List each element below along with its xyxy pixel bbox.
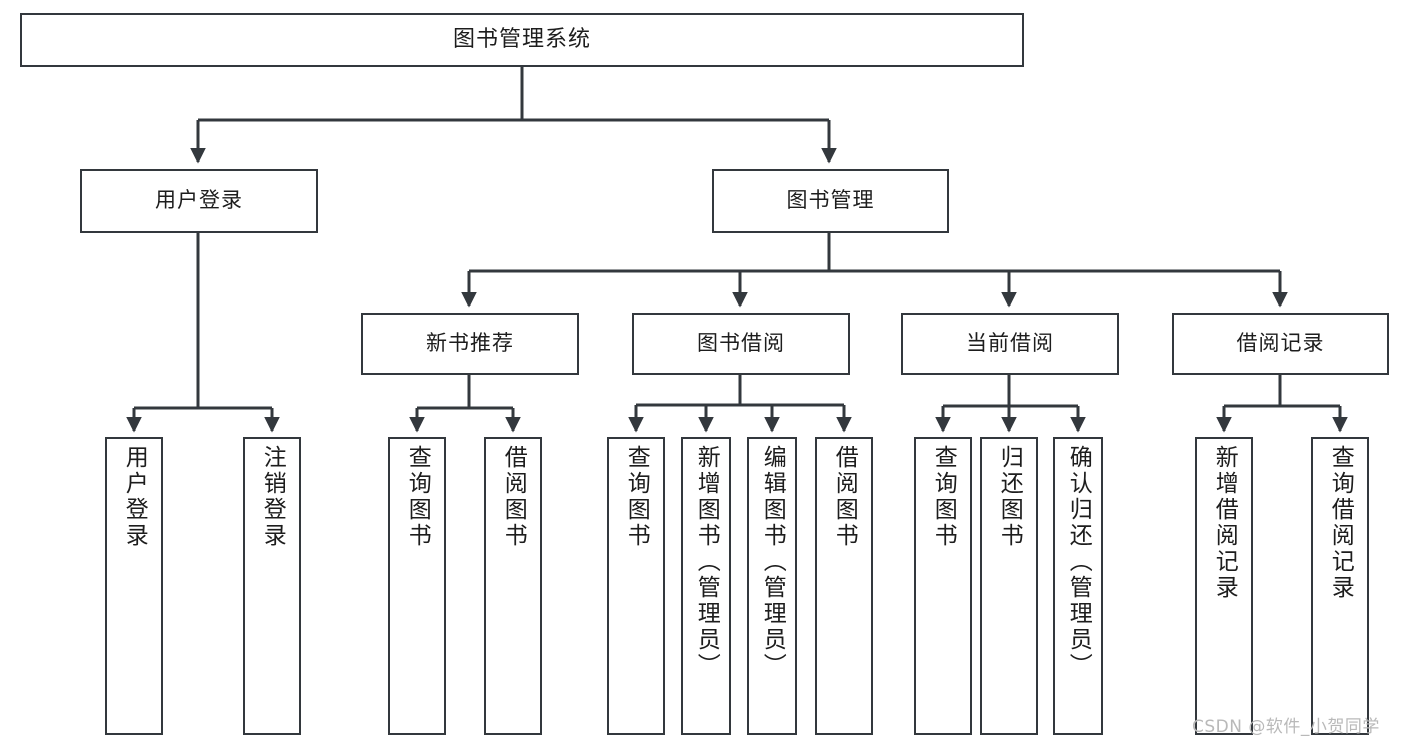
node-leaf-logout[interactable]: 注销登录 xyxy=(243,437,301,735)
watermark: CSDN @软件_小贺同学 xyxy=(1192,717,1380,737)
node-borrow-record-label: 借阅记录 xyxy=(1236,331,1325,356)
node-leaf-borrow-book-2[interactable]: 借阅图书 xyxy=(815,437,873,735)
node-root[interactable]: 图书管理系统 xyxy=(20,13,1024,67)
node-new-book-recommend-label: 新书推荐 xyxy=(426,331,514,356)
node-leaf-search-book-2[interactable]: 查询图书 xyxy=(607,437,665,735)
node-leaf-search-record-label: 查询借阅记录 xyxy=(1327,445,1354,601)
node-current-borrow-label: 当前借阅 xyxy=(966,331,1054,356)
node-leaf-search-record[interactable]: 查询借阅记录 xyxy=(1311,437,1369,735)
node-book-borrow-label: 图书借阅 xyxy=(697,331,785,356)
node-leaf-add-book[interactable]: 新增图书（管理员） xyxy=(681,437,731,735)
node-leaf-search-book-3-label: 查询图书 xyxy=(930,445,957,549)
node-leaf-edit-book[interactable]: 编辑图书（管理员） xyxy=(747,437,797,735)
node-root-label: 图书管理系统 xyxy=(452,26,591,52)
node-leaf-confirm-return-label: 确认归还（管理员） xyxy=(1065,445,1092,679)
node-current-borrow[interactable]: 当前借阅 xyxy=(901,313,1119,375)
node-leaf-user-login[interactable]: 用户登录 xyxy=(105,437,163,735)
node-book-manage[interactable]: 图书管理 xyxy=(712,169,949,233)
node-leaf-search-book-2-label: 查询图书 xyxy=(623,445,650,549)
node-leaf-edit-book-label: 编辑图书（管理员） xyxy=(759,445,786,679)
node-leaf-search-book-1-label: 查询图书 xyxy=(404,445,431,549)
node-leaf-confirm-return[interactable]: 确认归还（管理员） xyxy=(1053,437,1103,735)
node-new-book-recommend[interactable]: 新书推荐 xyxy=(361,313,579,375)
node-leaf-search-book-3[interactable]: 查询图书 xyxy=(914,437,972,735)
node-leaf-return-book-label: 归还图书 xyxy=(996,445,1023,549)
node-user-login-label: 用户登录 xyxy=(155,188,243,213)
node-leaf-add-book-label: 新增图书（管理员） xyxy=(693,445,720,679)
node-leaf-search-book-1[interactable]: 查询图书 xyxy=(388,437,446,735)
node-leaf-add-record[interactable]: 新增借阅记录 xyxy=(1195,437,1253,735)
node-leaf-add-record-label: 新增借阅记录 xyxy=(1211,445,1238,601)
node-book-manage-label: 图书管理 xyxy=(786,188,875,213)
node-leaf-return-book[interactable]: 归还图书 xyxy=(980,437,1038,735)
node-leaf-user-login-label: 用户登录 xyxy=(121,445,148,549)
node-leaf-borrow-book-2-label: 借阅图书 xyxy=(831,445,858,549)
node-leaf-borrow-book-1[interactable]: 借阅图书 xyxy=(484,437,542,735)
node-leaf-borrow-book-1-label: 借阅图书 xyxy=(500,445,527,549)
node-book-borrow[interactable]: 图书借阅 xyxy=(632,313,850,375)
node-borrow-record[interactable]: 借阅记录 xyxy=(1172,313,1389,375)
node-user-login[interactable]: 用户登录 xyxy=(80,169,318,233)
node-leaf-logout-label: 注销登录 xyxy=(259,445,286,549)
